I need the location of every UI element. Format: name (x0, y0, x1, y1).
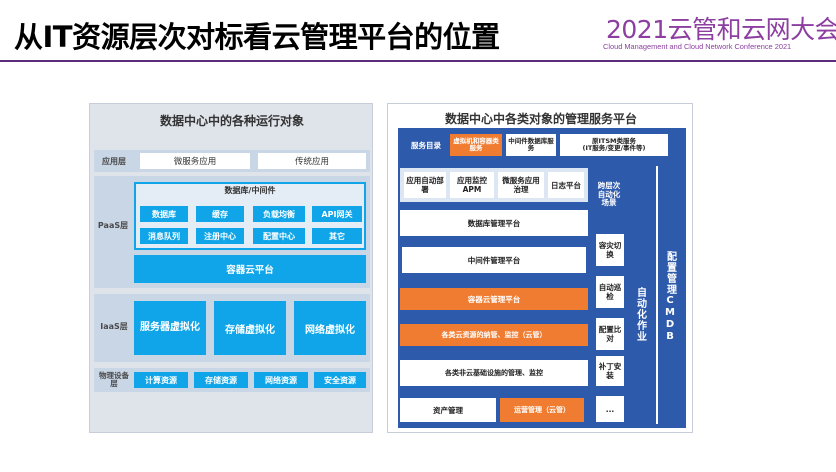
conference-logo-subtitle: Cloud Management and Cloud Network Confe… (603, 42, 792, 51)
paas-api-gateway: API网关 (312, 206, 362, 222)
paas-database: 数据库 (140, 206, 188, 222)
server-virtualization: 服务器虚拟化 (134, 301, 206, 355)
paas-layer-label: PaaS层 (97, 220, 129, 230)
cloud-resource-management: 各类云资源的纳管、监控（云管） (400, 324, 588, 346)
disaster-recovery-switch: 容灾切换 (596, 234, 624, 266)
storage-resources: 存储资源 (194, 372, 248, 388)
network-resources: 网络资源 (254, 372, 308, 388)
patch-install: 补丁安装 (596, 356, 624, 386)
config-comparison: 配置比对 (596, 318, 624, 350)
database-management-platform: 数据库管理平台 (400, 210, 588, 236)
auto-inspection: 自动巡检 (596, 276, 624, 308)
app-microservice: 微服务应用 (140, 153, 250, 169)
compute-resources: 计算资源 (134, 372, 188, 388)
left-panel-title: 数据中心中的各种运行对象 (159, 113, 304, 128)
paas-load-balancer: 负载均衡 (253, 206, 305, 222)
app-layer-label: 应用层 (102, 156, 126, 166)
left-panel: 数据中心中的各种运行对象 应用层 微服务应用 传统应用 PaaS层 数据库/中间… (89, 103, 373, 433)
non-cloud-infra-management: 各类非云基础设施的管理、监控 (400, 360, 588, 386)
microservice-governance: 微服务应用治理 (498, 172, 544, 198)
app-monitoring-apm: 应用监控APM (450, 172, 494, 198)
log-platform: 日志平台 (548, 172, 584, 198)
paas-registry: 注册中心 (196, 228, 244, 244)
header-divider (0, 60, 836, 62)
container-cloud-management-platform: 容器云管理平台 (400, 288, 588, 310)
right-panel-title: 数据中心中各类对象的管理服务平台 (444, 111, 637, 126)
more-items: ... (596, 396, 624, 422)
itsm-service: 原ITSM类服务 (IT服务/变更/事件等) (560, 134, 668, 156)
service-catalog-label: 服务目录 (411, 140, 441, 150)
middleware-management-platform: 中间件管理平台 (400, 245, 588, 275)
vm-container-service: 虚拟机和容器类服务 (450, 134, 502, 156)
db-middleware-title: 数据库/中间件 (224, 185, 276, 195)
slide-title: 从IT资源层次对标看云管理平台的位置 (14, 20, 500, 54)
iaas-layer-label: IaaS层 (100, 321, 128, 331)
middleware-db-service: 中间件数据库服务 (506, 134, 556, 156)
app-traditional: 传统应用 (258, 153, 366, 169)
security-resources: 安全资源 (314, 372, 366, 388)
paas-message-queue: 消息队列 (140, 228, 188, 244)
network-virtualization: 网络虚拟化 (294, 301, 366, 355)
paas-config-center: 配置中心 (253, 228, 305, 244)
right-panel: 数据中心中各类对象的管理服务平台 服务目录 虚拟机和容器类服务 中间件数据库服务… (387, 103, 693, 433)
storage-virtualization: 存储虚拟化 (214, 301, 286, 355)
cross-layer-automation: 跨层次自动化场景 (597, 181, 621, 208)
cmdb-label: 配置管理CMDB (664, 251, 676, 343)
paas-cache: 缓存 (196, 206, 244, 222)
automation-ops-label: 自动化作业 (634, 286, 646, 342)
operations-management: 运营管理（云管） (500, 398, 584, 422)
conference-logo: 2021云管和云网大会 (606, 15, 836, 44)
asset-management: 资产管理 (400, 398, 496, 422)
container-cloud-platform: 容器云平台 (134, 255, 366, 283)
app-auto-deploy: 应用自动部署 (404, 172, 446, 198)
physical-layer-label: 物理设备层 (99, 370, 129, 388)
cmdb-bar (656, 166, 682, 424)
paas-other: 其它 (312, 228, 362, 244)
